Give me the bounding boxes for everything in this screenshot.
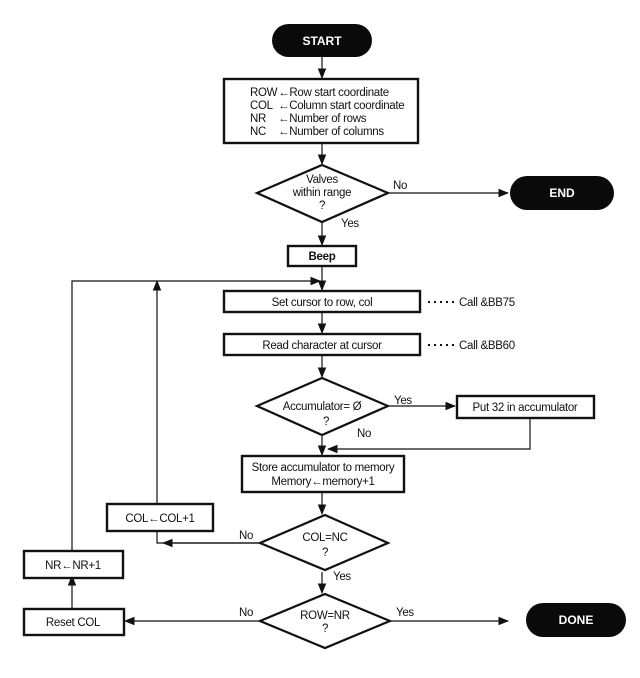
end-label: END	[549, 186, 575, 200]
decision-range-line1: Valves	[306, 174, 338, 186]
decision-col-nc: COL=NC ? No Yes	[239, 513, 391, 583]
process-read-char: Read character at cursor Call &BB60	[222, 332, 515, 357]
decision-acc-line1: Accumulator= Ø	[283, 401, 362, 413]
nr-inc-label: NR←NR+1	[45, 560, 101, 572]
decision-row-nr: ROW=NR ? No Yes	[239, 592, 415, 650]
init-line-4: NC←Number of columns	[250, 126, 384, 138]
init-line-3: NR←Number of rows	[250, 113, 367, 125]
read-char-label: Read character at cursor	[262, 340, 382, 352]
done-label: DONE	[559, 613, 594, 627]
decision-acc-yes-label: Yes	[394, 395, 412, 407]
decision-accumulator: Accumulator= Ø ? Yes No	[254, 376, 413, 440]
decision-col-yes-label: Yes	[333, 571, 351, 583]
decision-col-line1: COL=NC	[302, 532, 347, 544]
decision-range-no-label: No	[393, 180, 407, 192]
start-terminal: START	[272, 24, 372, 57]
decision-range-yes-label: Yes	[341, 218, 359, 230]
init-box: ROW←Row start coordinate COL←Column star…	[222, 77, 420, 145]
decision-acc-no-label: No	[357, 428, 371, 440]
decision-row-no-label: No	[239, 607, 253, 619]
start-label: START	[302, 34, 342, 48]
process-col-inc: COL←COL+1	[105, 502, 215, 533]
decision-acc-q: ?	[323, 416, 329, 428]
decision-range: Valves within range ? No Yes	[254, 163, 407, 230]
end-terminal: END	[510, 176, 614, 210]
decision-range-line2: within range	[292, 187, 351, 199]
process-set-cursor: Set cursor to row, col Call &BB75	[222, 289, 515, 314]
set-cursor-label: Set cursor to row, col	[272, 297, 373, 309]
decision-row-line1: ROW=NR	[300, 610, 350, 622]
process-nr-inc: NR←NR+1	[22, 549, 125, 580]
store-line2: Memory←memory+1	[271, 476, 374, 488]
decision-col-q: ?	[322, 547, 328, 559]
reset-col-label: Reset COL	[46, 617, 101, 629]
decision-range-q: ?	[319, 200, 325, 212]
process-put32: Put 32 in accumulator	[455, 394, 596, 420]
process-store: Store accumulator to memory Memory←memor…	[240, 454, 406, 494]
beep-label: Beep	[309, 251, 336, 263]
decision-row-q: ?	[322, 623, 328, 635]
process-beep: Beep	[286, 244, 358, 268]
store-line1: Store accumulator to memory	[252, 462, 395, 474]
connector-put32-store	[326, 418, 531, 454]
connectors	[67, 56, 531, 626]
init-line-1: ROW←Row start coordinate	[250, 87, 389, 99]
set-cursor-call-annotation: Call &BB75	[459, 297, 515, 309]
decision-row-yes-label: Yes	[396, 607, 414, 619]
read-char-call-annotation: Call &BB60	[459, 340, 515, 352]
decision-col-no-label: No	[239, 530, 253, 542]
init-line-2: COL←Column start coordinate	[250, 100, 404, 112]
process-reset-col: Reset COL	[22, 607, 126, 637]
put32-label: Put 32 in accumulator	[473, 402, 578, 414]
connector-nrinc-loop	[71, 276, 322, 553]
col-inc-label: COL←COL+1	[125, 513, 194, 525]
done-terminal: DONE	[526, 603, 626, 637]
